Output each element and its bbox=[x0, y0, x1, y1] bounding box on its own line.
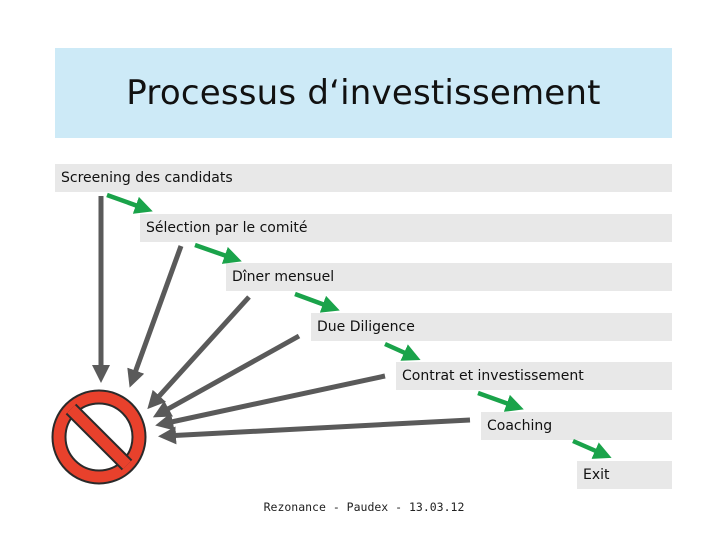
stage-label: Coaching bbox=[487, 418, 553, 434]
page-title: Processus d‘investissement bbox=[126, 73, 601, 113]
stage-label: Due Diligence bbox=[317, 319, 415, 335]
progress-arrow bbox=[572, 438, 612, 459]
rejection-arrow bbox=[147, 295, 251, 410]
stage-diner: Dîner mensuel bbox=[226, 263, 672, 291]
progress-arrow bbox=[294, 291, 340, 313]
stage-contrat: Contrat et investissement bbox=[396, 362, 672, 390]
stage-selection: Sélection par le comité bbox=[140, 214, 672, 242]
progress-arrows bbox=[106, 192, 612, 459]
footer-text: Rezonance - Paudex - 13.03.12 bbox=[263, 500, 465, 514]
rejection-arrow bbox=[127, 245, 184, 388]
prohibition-sign-icon bbox=[51, 389, 147, 485]
progress-arrow bbox=[194, 242, 242, 264]
stage-label: Screening des candidats bbox=[61, 170, 233, 186]
title-banner: Processus d‘investissement bbox=[55, 48, 672, 138]
rejection-arrow bbox=[158, 417, 471, 445]
stage-screening: Screening des candidats bbox=[55, 164, 672, 192]
rejection-arrow bbox=[155, 373, 386, 431]
progress-arrow bbox=[477, 390, 524, 412]
stage-label: Dîner mensuel bbox=[232, 269, 335, 285]
stage-exit: Exit bbox=[577, 461, 672, 489]
rejection-arrow bbox=[152, 333, 301, 418]
rejection-arrows bbox=[91, 196, 471, 445]
stage-due-diligence: Due Diligence bbox=[311, 313, 672, 341]
progress-arrow bbox=[106, 192, 153, 214]
stage-label: Sélection par le comité bbox=[146, 220, 308, 236]
progress-arrow bbox=[384, 341, 421, 361]
stage-coaching: Coaching bbox=[481, 412, 672, 440]
stage-label: Exit bbox=[583, 467, 610, 483]
stage-label: Contrat et investissement bbox=[402, 368, 584, 384]
